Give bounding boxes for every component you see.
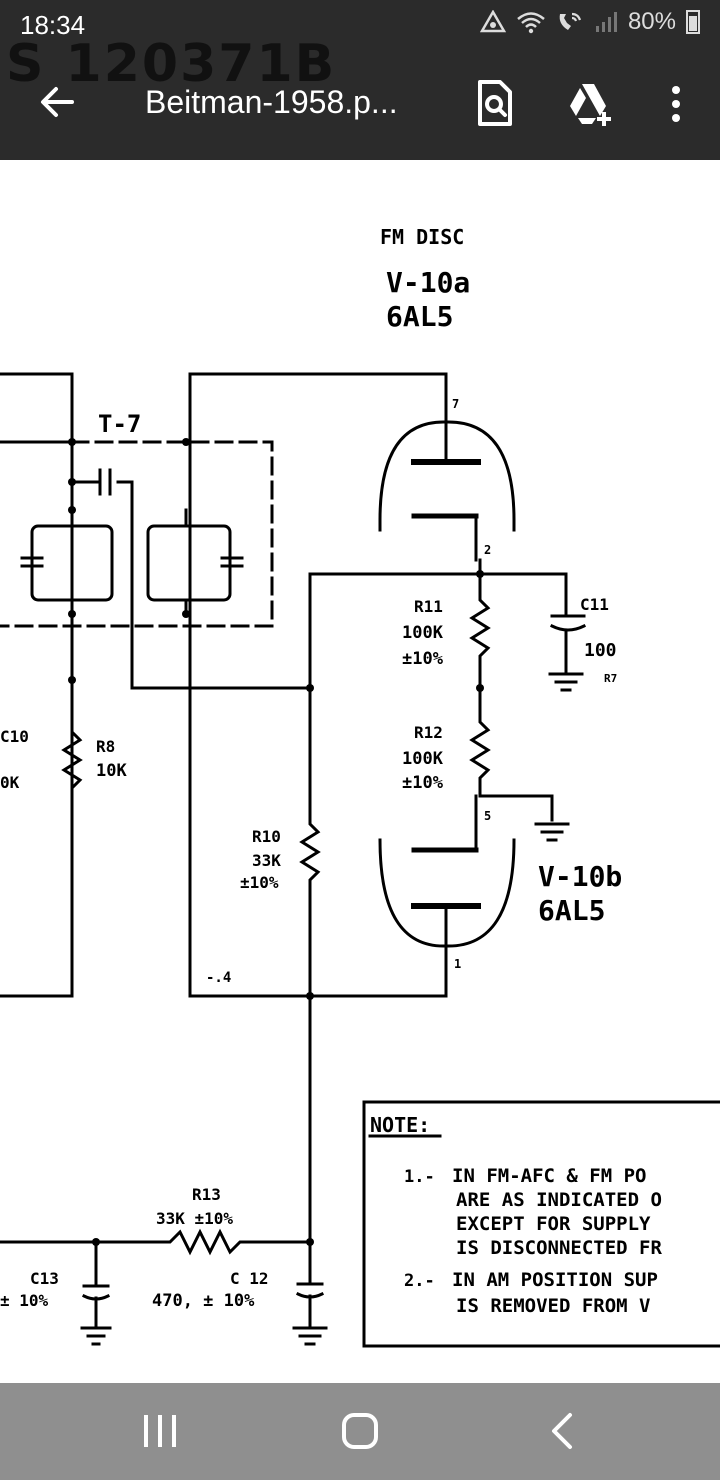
document-title: Beitman-1958.p... (145, 84, 398, 120)
note-item2-line1: IN AM POSITION SUP (452, 1269, 658, 1291)
label-r8-value: 10K (96, 761, 127, 781)
label-r8-name: R8 (96, 737, 115, 756)
status-time: 18:34 (20, 10, 86, 40)
back-icon[interactable] (540, 1407, 588, 1455)
pdf-page-view[interactable]: FM DISC V-10a 6AL5 T-7 7 2 R11 100K ±10%… (0, 160, 720, 1383)
app-bar: S 120371B Beitman-1958.p... (0, 34, 720, 160)
label-r10-value: 33K (252, 851, 281, 870)
label-r13-name: R13 (192, 1185, 221, 1204)
label-fm-disc: FM DISC (380, 225, 464, 249)
label-v10b: V-10b (538, 860, 622, 893)
label-pin5: 5 (484, 809, 491, 823)
label-c13-name: C13 (30, 1269, 59, 1288)
label-c11-note: R7 (604, 672, 617, 685)
label-r12-value: 100K (402, 749, 444, 769)
note-item1-line1: IN FM-AFC & FM PO (452, 1165, 646, 1187)
schematic-diagram: FM DISC V-10a 6AL5 T-7 7 2 R11 100K ±10%… (0, 225, 720, 1348)
label-v10b-tube: 6AL5 (538, 894, 605, 927)
label-pin1: 1 (454, 957, 461, 971)
note-item2-num: 2.- (404, 1271, 435, 1291)
label-r11-tol: ±10% (402, 649, 444, 669)
label-c12-name: C 12 (230, 1269, 269, 1288)
label-v10a-tube: 6AL5 (386, 300, 453, 333)
label-r13-value: 33K ±10% (156, 1209, 233, 1228)
label-r12-name: R12 (414, 723, 443, 742)
more-vert-icon[interactable] (652, 78, 700, 128)
system-nav-bar (0, 1383, 720, 1480)
note-heading: NOTE: (370, 1113, 430, 1137)
label-c11-name: C11 (580, 595, 609, 614)
label-v10a: V-10a (386, 266, 470, 299)
search-document-icon[interactable] (470, 78, 518, 128)
note-item1-line4: IS DISCONNECTED FR (456, 1237, 662, 1259)
label-pin7: 7 (452, 397, 459, 411)
label-r11-name: R11 (414, 597, 443, 616)
label-r10-tol: ±10% (240, 873, 279, 892)
data-saver-icon (479, 10, 506, 33)
label-c12-value: 470, ± 10% (152, 1291, 255, 1311)
battery-percent: 80% (627, 8, 676, 35)
back-arrow-icon[interactable] (36, 80, 80, 124)
status-bar: 18:34 80% (0, 0, 720, 50)
label-r10-name: R10 (252, 827, 281, 846)
status-icons: 80% (479, 8, 700, 36)
wifi-call-icon (559, 12, 581, 30)
drive-add-icon[interactable] (566, 78, 614, 128)
label-t7: T-7 (98, 410, 141, 438)
recent-apps-icon[interactable] (136, 1407, 184, 1455)
note-item1-num: 1.- (404, 1167, 435, 1187)
document-header-ghost-text: S 120371B (6, 34, 337, 94)
label-c10-partial: C10 (0, 727, 29, 746)
signal-icon (595, 12, 617, 32)
label-c10-partial2: 0K (0, 773, 20, 792)
wifi-icon (517, 12, 545, 34)
label-r12-tol: ±10% (402, 773, 444, 793)
note-item1-line2: ARE AS INDICATED O (456, 1189, 662, 1211)
note-item1-line3: EXCEPT FOR SUPPLY (456, 1213, 651, 1235)
label-c11-value: 100 (584, 640, 617, 661)
label-r11-value: 100K (402, 623, 444, 643)
label-c13-value: ± 10% (0, 1291, 49, 1310)
label-junction: -.4 (206, 970, 231, 986)
note-item2-line2: IS REMOVED FROM V (456, 1295, 650, 1317)
battery-icon (686, 10, 700, 34)
home-icon[interactable] (336, 1407, 384, 1455)
label-pin2: 2 (484, 543, 491, 557)
